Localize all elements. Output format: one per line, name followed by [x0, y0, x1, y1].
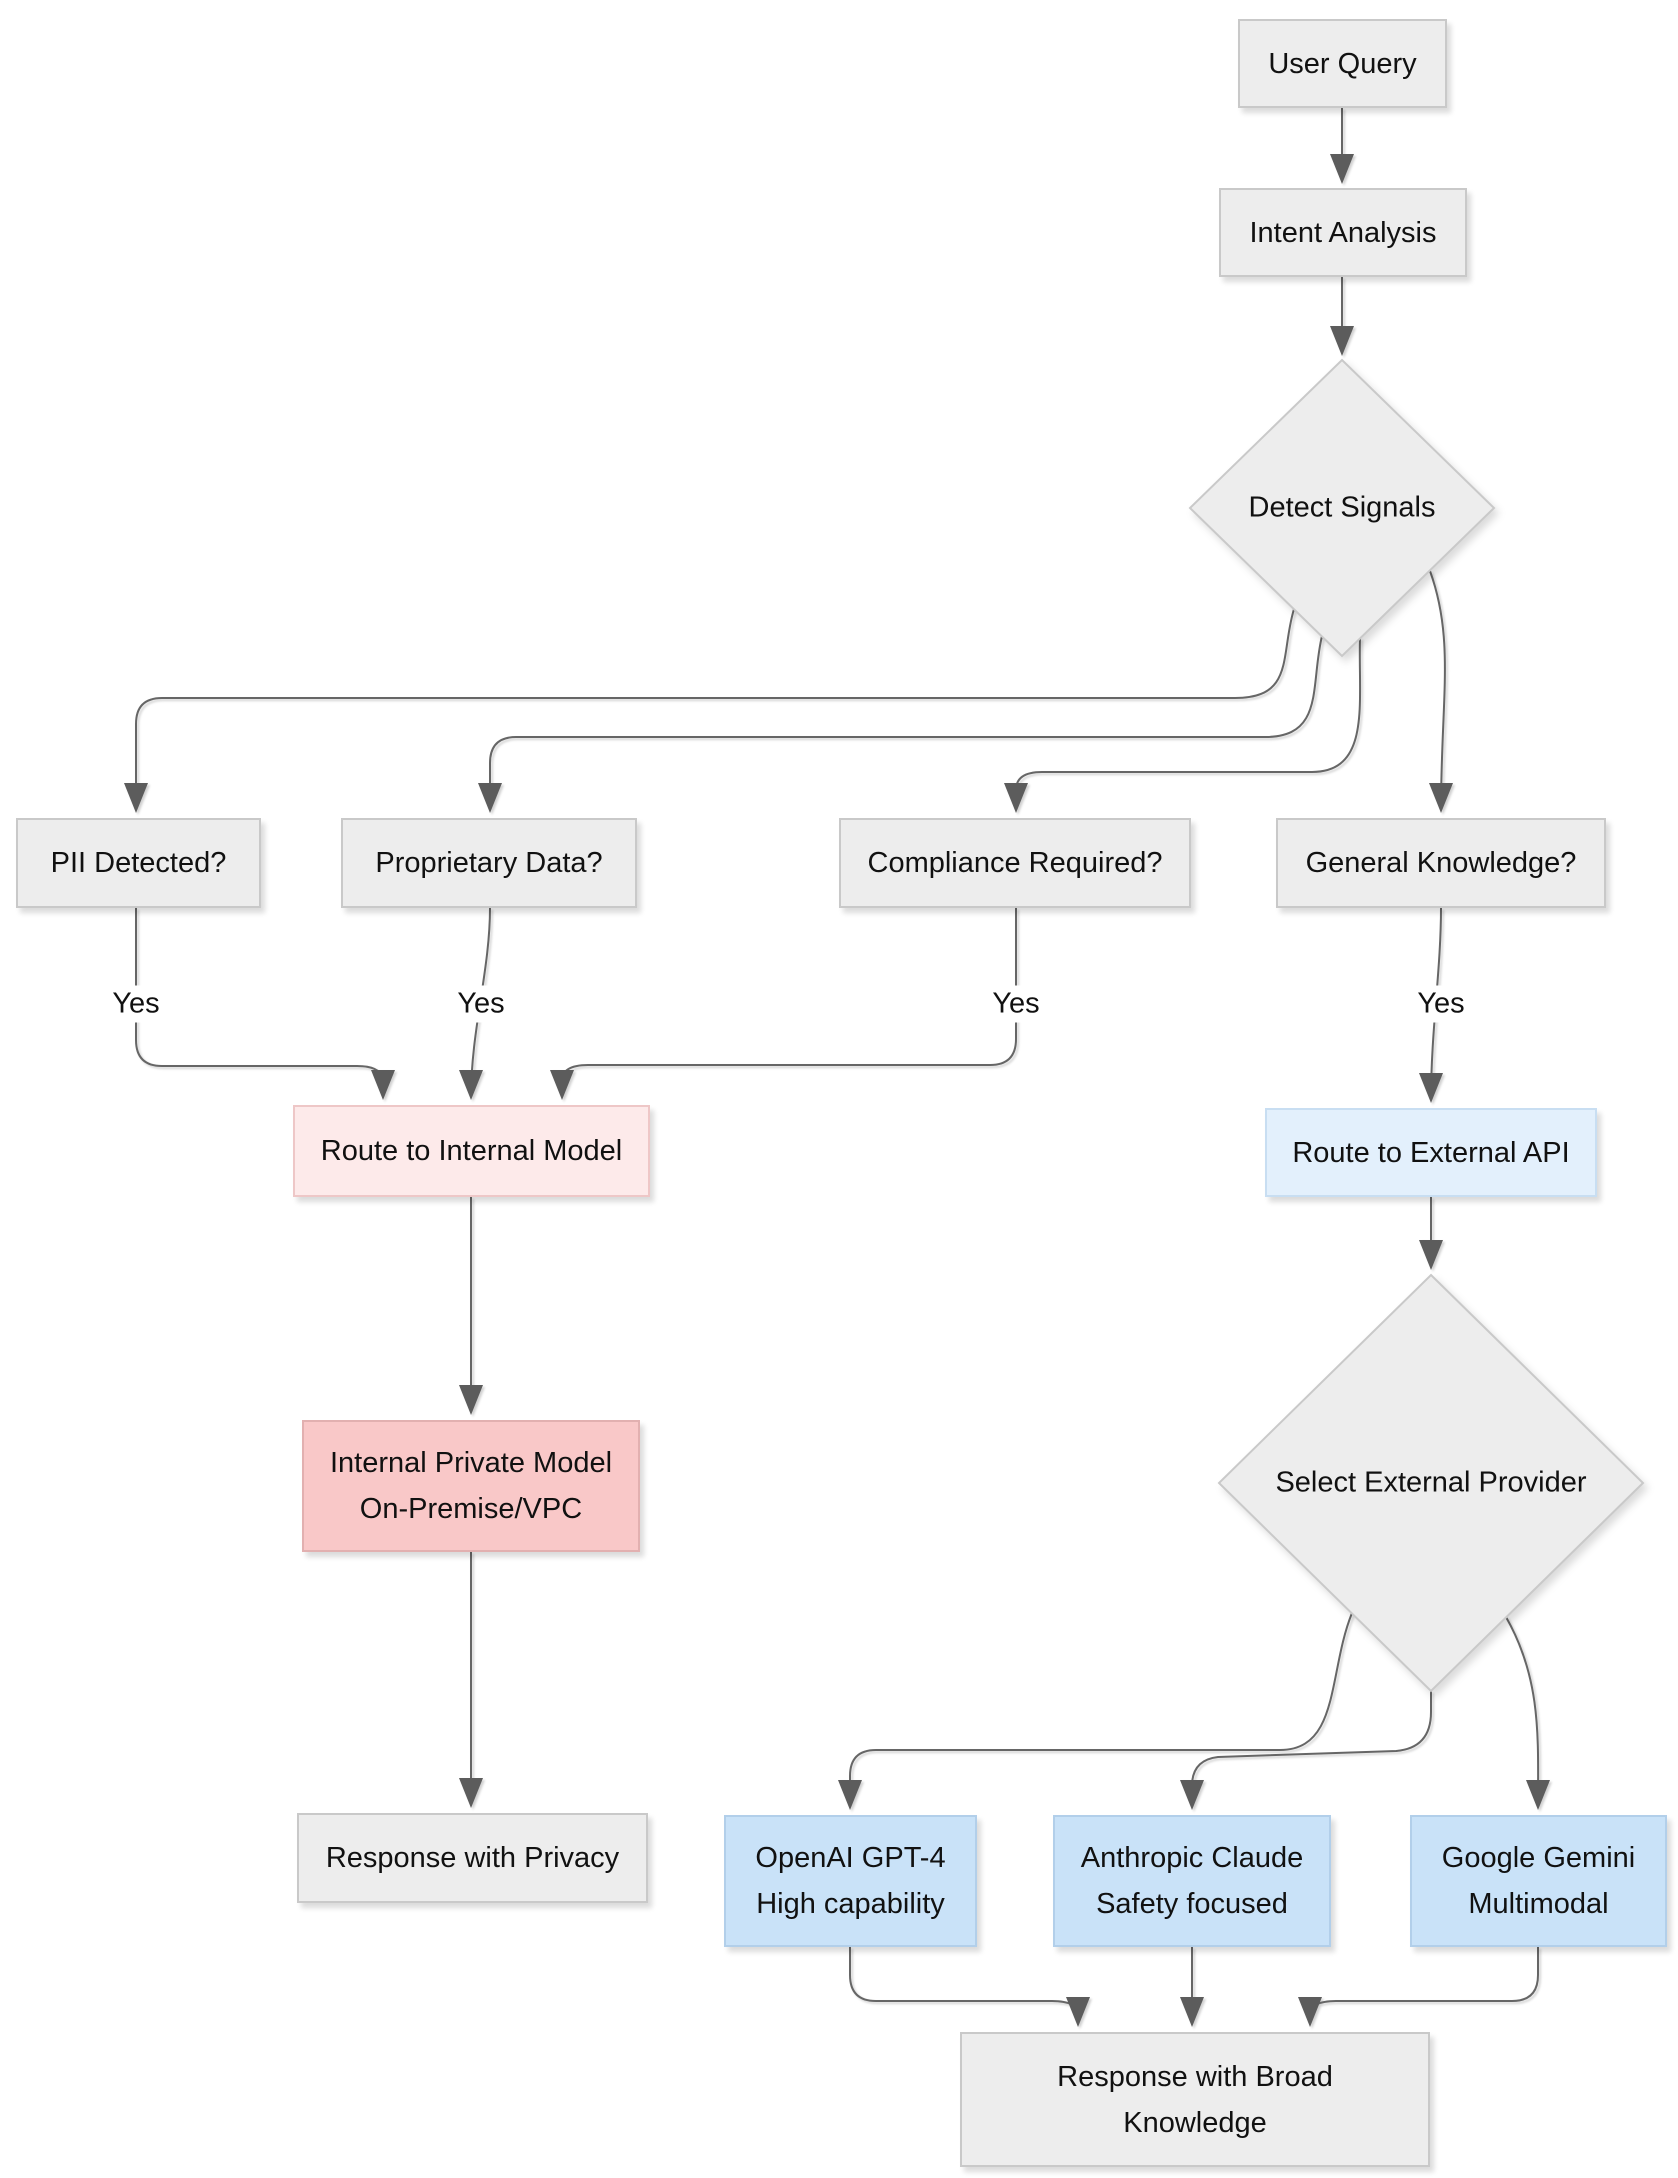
node-internal-model-line1: Internal Private Model	[329, 1447, 613, 1479]
edge-select-provider-to-openai	[838, 1612, 1353, 1810]
node-pii-detected: PII Detected?	[16, 818, 261, 908]
node-response-privacy: Response with Privacy	[297, 1813, 648, 1903]
node-detect-signals-diamond	[1188, 358, 1496, 658]
node-anthropic: Anthropic Claude Safety focused	[1053, 1815, 1331, 1947]
node-route-external-label: Route to External API	[1292, 1136, 1570, 1169]
node-user-query-label: User Query	[1268, 47, 1417, 80]
node-pii-detected-label: PII Detected?	[50, 847, 227, 879]
edge-compliance-to-route-internal	[550, 908, 1017, 1100]
node-intent-analysis: Intent Analysis	[1219, 188, 1467, 277]
node-detect-signals-label: Detect Signals	[1248, 491, 1436, 524]
edges	[124, 108, 1551, 2027]
node-compliance-required-label: Compliance Required?	[867, 847, 1163, 879]
edge-google-to-response-broad	[1298, 1947, 1539, 2027]
node-proprietary-data: Proprietary Data?	[341, 818, 637, 908]
node-response-privacy-label: Response with Privacy	[325, 1842, 620, 1874]
node-route-external: Route to External API	[1265, 1108, 1597, 1197]
node-user-query: User Query	[1238, 19, 1447, 108]
edge-select-provider-to-anthropic	[1180, 1691, 1432, 1810]
node-openai: OpenAI GPT-4 High capability	[724, 1815, 977, 1947]
node-proprietary-data-label: Proprietary Data?	[375, 847, 603, 879]
edge-openai-to-response-broad	[849, 1947, 1090, 2027]
node-intent-analysis-label: Intent Analysis	[1249, 216, 1437, 249]
node-response-broad-line2: Knowledge	[1123, 2106, 1267, 2139]
node-google: Google Gemini Multimodal	[1410, 1815, 1667, 1947]
node-select-provider-label: Select External Provider	[1275, 1466, 1587, 1499]
node-response-broad-line1: Response with Broad	[1057, 2060, 1333, 2093]
node-general-knowledge-label: General Knowledge?	[1305, 847, 1577, 879]
node-internal-model: Internal Private Model On-Premise/VPC	[302, 1420, 640, 1552]
node-general-knowledge: General Knowledge?	[1276, 818, 1606, 908]
edge-label-compliance-yes: Yes	[982, 985, 1050, 1023]
edge-label-general-yes: Yes	[1407, 985, 1475, 1023]
edge-detect-signals-to-compliance	[1004, 637, 1362, 813]
edge-label-pii-yes: Yes	[102, 985, 170, 1023]
edge-detect-signals-to-general	[1429, 570, 1454, 813]
node-google-line1: Google Gemini	[1441, 1842, 1636, 1874]
node-anthropic-line2: Safety focused	[1096, 1888, 1288, 1920]
node-response-broad: Response with Broad Knowledge	[960, 2032, 1430, 2167]
node-google-line2: Multimodal	[1468, 1888, 1609, 1920]
node-openai-line2: High capability	[756, 1888, 945, 1920]
node-openai-line1: OpenAI GPT-4	[755, 1842, 946, 1874]
node-internal-model-line2: On-Premise/VPC	[359, 1493, 583, 1525]
edge-pii-to-route-internal	[135, 908, 395, 1100]
edge-detect-signals-to-proprietary	[478, 635, 1323, 813]
edge-label-proprietary-yes: Yes	[447, 985, 515, 1023]
edge-detect-signals-to-pii	[124, 608, 1295, 813]
node-route-internal: Route to Internal Model	[293, 1105, 650, 1197]
node-select-provider-diamond	[1217, 1273, 1645, 1693]
node-compliance-required: Compliance Required?	[839, 818, 1191, 908]
node-route-internal-label: Route to Internal Model	[320, 1135, 623, 1167]
node-anthropic-line1: Anthropic Claude	[1080, 1842, 1304, 1874]
edge-select-provider-to-google	[1505, 1616, 1551, 1810]
